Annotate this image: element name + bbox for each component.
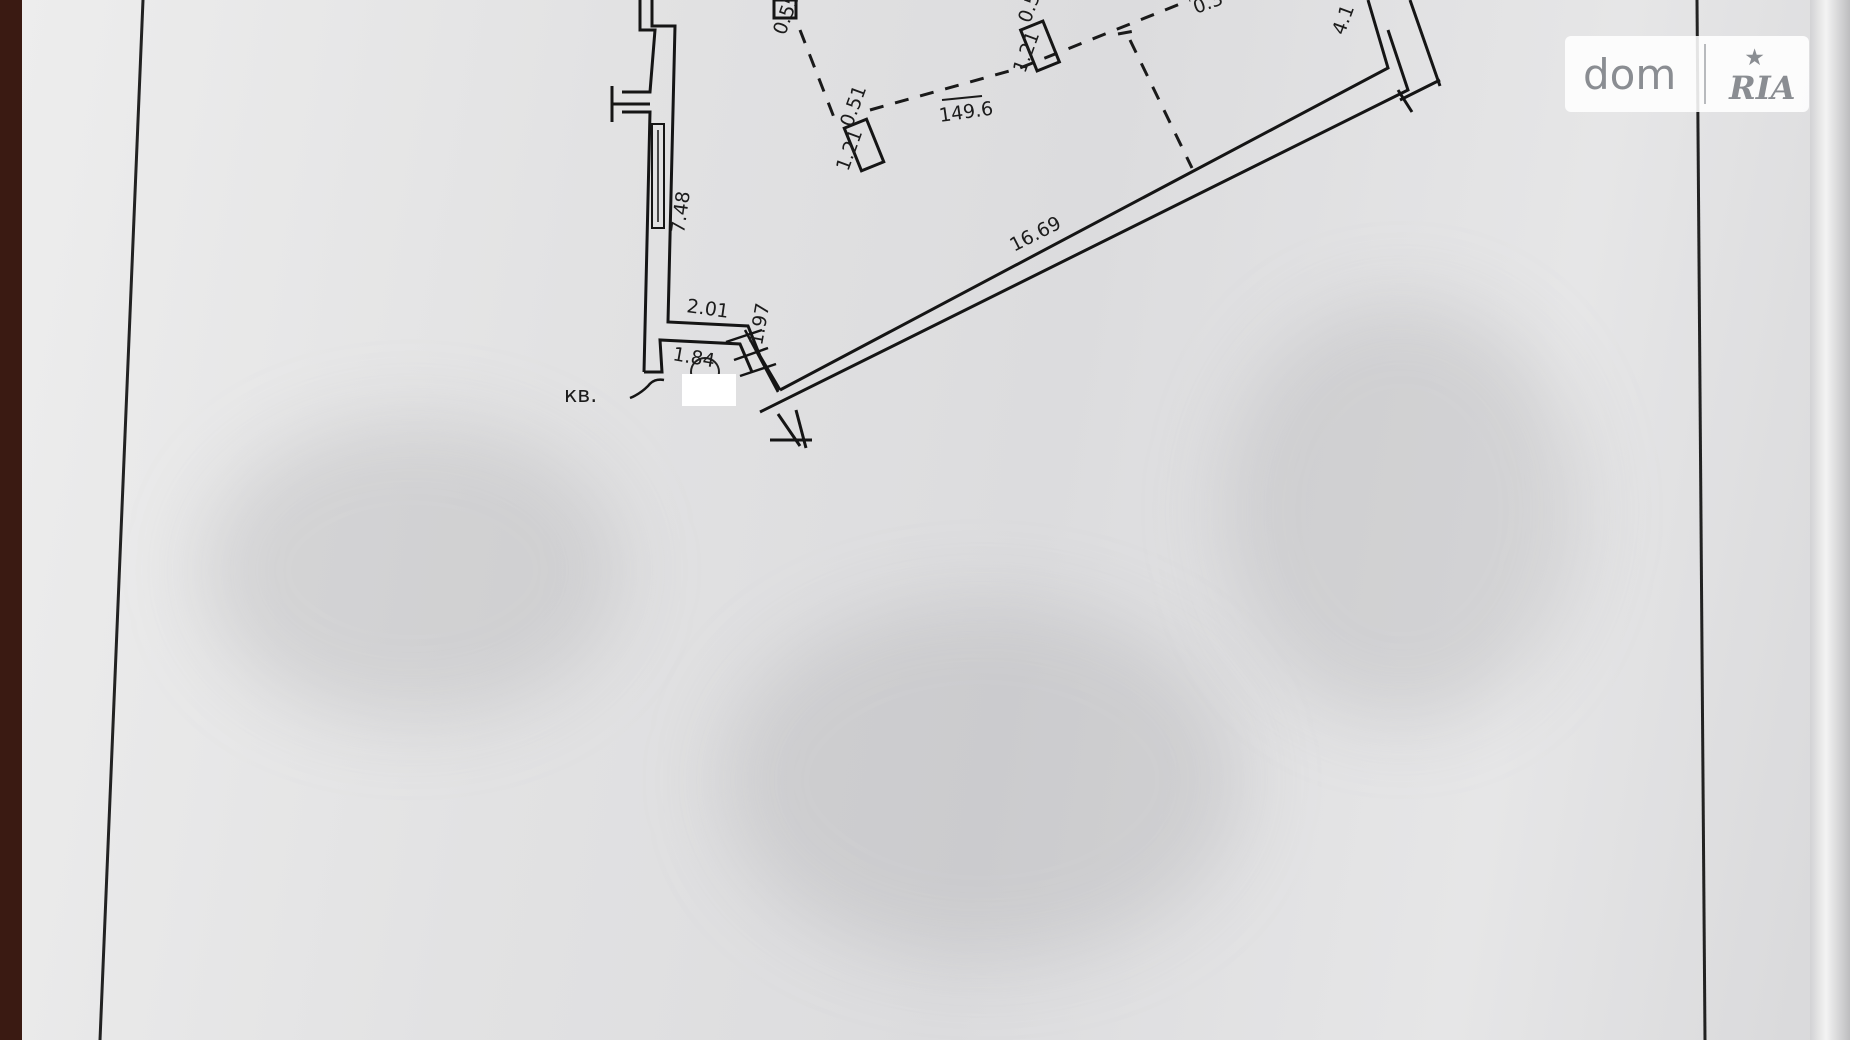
door-stub	[610, 86, 650, 122]
dashed-beams	[798, 0, 1194, 169]
watermark-divider	[1703, 44, 1706, 104]
dimension-tick	[941, 95, 983, 101]
radiator	[651, 123, 665, 229]
bottom-wall	[759, 0, 1442, 449]
watermark-badge: ★ RIA	[1716, 41, 1809, 107]
paper-shadow	[202, 420, 622, 720]
star-icon: ★	[1745, 45, 1764, 69]
dimension-label: 16.69	[1006, 212, 1064, 256]
dimension-label: 1.21	[832, 126, 867, 173]
column-3	[772, 0, 798, 20]
paper-shadow	[1222, 300, 1582, 720]
dimension-label: 0.3	[1190, 0, 1226, 19]
room-label: кв.	[564, 383, 597, 408]
corner-pilaster	[725, 328, 780, 393]
frame-right-line	[1695, 0, 1707, 1040]
scanned-paper	[22, 0, 1850, 1040]
label-pointer	[629, 378, 665, 400]
dimension-label: 149.6	[938, 98, 995, 127]
dimension-label: 0.51	[836, 82, 871, 129]
redaction-box	[682, 374, 736, 406]
dimension-label: 7.48	[667, 190, 695, 235]
dimension-label: 1.97	[745, 301, 774, 346]
paper-shadow	[722, 600, 1242, 960]
paper-edge	[1810, 0, 1850, 1040]
dimension-label: 2.01	[685, 295, 730, 323]
column-2	[1018, 19, 1062, 73]
frame-left-line	[98, 0, 145, 1040]
watermark-text: dom	[1583, 49, 1677, 99]
column-1	[842, 117, 886, 173]
dimension-label: 4.1	[1328, 2, 1359, 38]
domria-watermark: dom ★ RIA	[1565, 36, 1809, 112]
dimension-label: 1.84	[671, 343, 716, 372]
watermark-badge-text: RIA	[1729, 69, 1796, 107]
